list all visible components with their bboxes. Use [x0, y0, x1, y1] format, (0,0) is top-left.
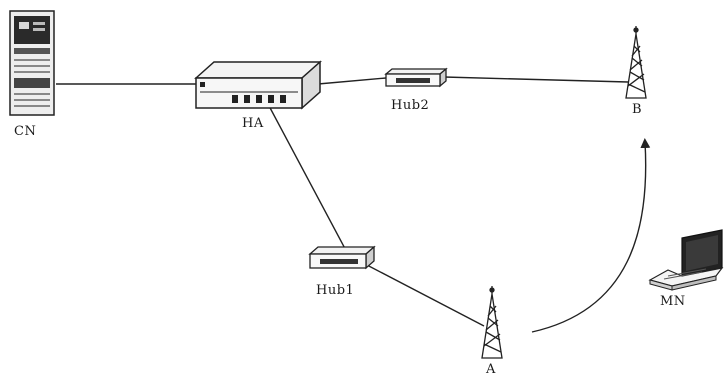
- link-hub1-a: [365, 264, 484, 326]
- handoff-arrow: [532, 142, 646, 332]
- label-mn: MN: [660, 294, 686, 309]
- label-a: A: [486, 362, 496, 377]
- link-ha-hub2: [318, 78, 386, 84]
- hub-icon: [310, 247, 374, 268]
- laptop-icon: [650, 230, 722, 290]
- label-hub2: Hub2: [391, 98, 429, 113]
- label-cn: CN: [14, 124, 36, 139]
- link-hub2-b: [444, 77, 628, 82]
- label-ha: HA: [242, 116, 264, 131]
- antenna-tower-icon: [482, 286, 502, 358]
- label-b: B: [632, 102, 642, 117]
- link-ha-hub1: [268, 104, 350, 258]
- router-icon: [196, 62, 320, 108]
- server-icon: [10, 11, 54, 115]
- hub-icon: [386, 69, 446, 86]
- antenna-tower-icon: [626, 26, 646, 98]
- label-hub1: Hub1: [316, 283, 354, 298]
